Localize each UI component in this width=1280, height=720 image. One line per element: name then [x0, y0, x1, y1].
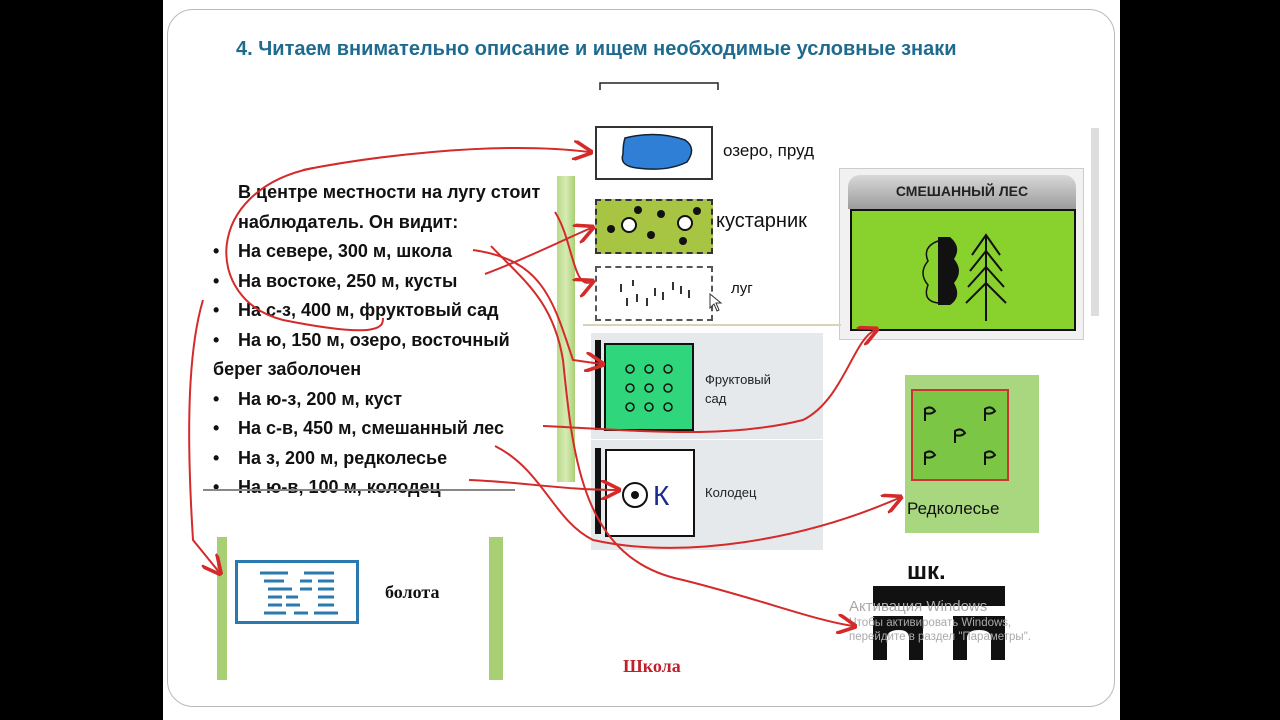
arrow-to-meadow — [554, 211, 591, 283]
orchard-label: Фруктовый сад — [705, 372, 771, 406]
school-caption: Школа — [623, 656, 681, 676]
description-list: На севере, 300 м, школа На востоке, 250 … — [213, 237, 553, 503]
watermark-line1: Чтобы активировать Windows, — [849, 617, 1012, 629]
mixed-forest-area — [850, 209, 1076, 331]
list-item: На з, 200 м, редколесье — [213, 444, 553, 474]
annotation-arrows — [188, 0, 1120, 720]
sparse-forest-label: Редколесье — [907, 499, 1000, 518]
meadow-icon — [620, 280, 690, 306]
school-icon — [873, 586, 1005, 660]
arrow-to-forest — [542, 330, 875, 434]
mixed-forest-symbol: СМЕШАННЫЙ ЛЕС — [839, 168, 1084, 340]
watermark: Активация Windows Чтобы активировать Win… — [849, 598, 1089, 643]
list-item: На с-в, 450 м, смешанный лес — [213, 414, 553, 444]
decor-strip — [595, 448, 601, 534]
decor-strip — [217, 537, 227, 680]
slide: 4. Читаем внимательно описание и ищем не… — [163, 0, 1120, 720]
school-symbol: шк. — [869, 556, 1009, 666]
decor-line — [583, 324, 841, 326]
trees-icon — [922, 233, 1007, 321]
mixed-forest-header — [848, 175, 1076, 209]
list-item: На севере, 300 м, школа — [213, 237, 553, 267]
lake-icon — [621, 133, 693, 170]
lake-symbol — [595, 126, 713, 180]
list-item: На ю-в, 100 м, колодец — [213, 473, 553, 503]
description-intro: В центре местности на лугу стоит наблюда… — [238, 182, 541, 232]
swamp-symbol — [235, 560, 359, 624]
mixed-forest-label: СМЕШАННЫЙ ЛЕС — [895, 183, 1029, 199]
swamp-label: болота — [385, 582, 440, 602]
arrow-to-orchard — [472, 249, 601, 364]
mouse-cursor-icon — [709, 293, 723, 312]
arrow-to-sparse — [494, 445, 899, 549]
swamp-icon — [260, 571, 338, 615]
orchard-icon — [625, 364, 673, 412]
slide-frame — [167, 9, 1115, 707]
description: В центре местности на лугу стоит наблюда… — [213, 178, 553, 503]
decor-line — [1091, 128, 1099, 316]
bush-label: кустарник — [716, 210, 807, 232]
watermark-line2: перейдите в раздел "Параметры". — [849, 631, 1031, 643]
slide-title: 4. Читаем внимательно описание и ищем не… — [236, 38, 957, 60]
divider — [203, 489, 515, 491]
meadow-label: луг — [731, 280, 753, 297]
decor-strip — [595, 340, 601, 430]
arrow-to-bush — [484, 228, 591, 275]
list-item: На с-з, 400 м, фруктовый сад — [213, 296, 553, 326]
well-symbol: К — [605, 449, 695, 537]
arrow-to-school — [490, 245, 853, 626]
list-item: На ю, 150 м, озеро, восточный — [213, 326, 553, 356]
well-icon: К — [622, 480, 670, 511]
school-abbr: шк. — [907, 558, 946, 585]
list-item: На ю-з, 200 м, куст — [213, 385, 553, 415]
orchard-symbol — [604, 343, 694, 431]
sparse-trees-icon — [924, 406, 997, 465]
arrow-swamp — [188, 167, 384, 572]
sparse-forest-symbol: Редколесье — [905, 375, 1039, 533]
list-item-continuation: берег заболочен — [213, 359, 362, 379]
decor-bracket — [599, 82, 719, 90]
decor-strip — [489, 537, 503, 680]
well-letter: К — [653, 480, 670, 511]
lake-label: озеро, пруд — [723, 141, 815, 160]
bush-icon — [607, 206, 701, 245]
arrow-to-lake — [302, 148, 589, 171]
bush-symbol — [595, 199, 713, 254]
watermark-title: Активация Windows — [849, 598, 988, 615]
well-label: Колодец — [705, 485, 757, 500]
list-item: На востоке, 250 м, кусты — [213, 267, 553, 297]
sparse-forest-area — [911, 389, 1009, 481]
meadow-symbol — [595, 266, 713, 321]
arrow-to-well — [468, 479, 617, 490]
